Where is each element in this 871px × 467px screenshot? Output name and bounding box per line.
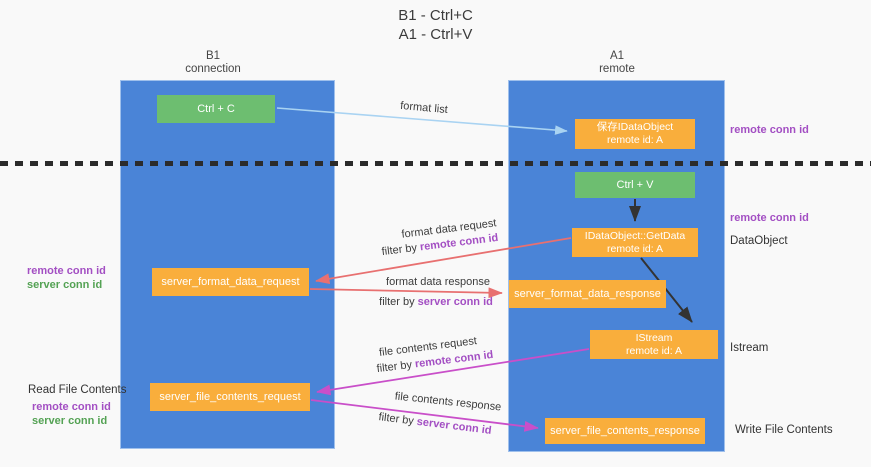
remote-conn-id-label-left-top: remote conn id — [27, 265, 106, 277]
ctrl-v-box: Ctrl + V — [575, 172, 695, 198]
server-file-contents-response-box: server_file_contents_response — [545, 418, 705, 444]
column-b1-name: B1 — [205, 50, 221, 62]
format-data-response-label: format data response — [386, 276, 490, 288]
save-dataobject-line2: remote id: A — [606, 134, 664, 146]
istream-line1: IStream — [635, 331, 673, 344]
ctrl-c-box: Ctrl + C — [157, 95, 275, 123]
ctrl-v-label: Ctrl + V — [616, 179, 654, 191]
ctrl-c-label: Ctrl + C — [197, 103, 235, 115]
server-file-contents-request-label: server_file_contents_request — [159, 391, 301, 403]
server-conn-id-text: server conn id — [416, 415, 493, 437]
server-format-data-request-label: server_format_data_request — [161, 276, 300, 288]
title-line-2: A1 - Ctrl+V — [398, 26, 473, 43]
istream-box: IStream remote id: A — [590, 330, 718, 359]
column-b1-role: connection — [185, 63, 241, 75]
filter-by-text: filter by — [381, 241, 421, 259]
server-format-data-response-label: server_format_data_response — [514, 288, 661, 300]
remote-conn-id-label-top-right: remote conn id — [730, 124, 809, 136]
remote-conn-id-label-left-bottom: remote conn id — [32, 401, 111, 413]
format-data-response-arrow — [309, 287, 503, 299]
filter-by-text: filter by — [376, 358, 416, 376]
file-contents-response-label: file contents response — [394, 390, 502, 414]
getdata-line2: remote id: A — [606, 242, 664, 255]
dashed-separator — [0, 161, 871, 166]
server-conn-id-text: server conn id — [417, 296, 493, 308]
filter-by-text: filter by — [379, 296, 418, 308]
getdata-box: IDataObject::GetData remote id: A — [572, 228, 698, 257]
title-line-1: B1 - Ctrl+C — [398, 7, 473, 24]
write-file-contents-label: Write File Contents — [735, 424, 833, 436]
format-list-label: format list — [399, 99, 449, 117]
column-header-b1: B1 connection — [153, 50, 273, 76]
server-file-contents-request-box: server_file_contents_request — [150, 383, 310, 411]
istream-line2: remote id: A — [625, 344, 683, 357]
save-dataobject-line1: 保存IDataObject — [596, 121, 674, 133]
filter-by-text: filter by — [377, 411, 418, 428]
diagram-title: B1 - Ctrl+C A1 - Ctrl+V — [0, 6, 871, 44]
remote-conn-id-label-mid-right: remote conn id — [730, 212, 809, 224]
server-file-contents-response-label: server_file_contents_response — [550, 425, 700, 437]
getdata-line1: IDataObject::GetData — [584, 229, 686, 242]
column-a1-role: remote — [599, 63, 635, 75]
server-conn-id-label-left-top: server conn id — [27, 279, 103, 291]
server-format-data-response-box: server_format_data_response — [509, 280, 666, 308]
column-a1-name: A1 — [609, 50, 625, 62]
server-format-data-request-box: server_format_data_request — [152, 268, 309, 296]
istream-side-label: Istream — [730, 342, 769, 354]
server-conn-id-label-left-bottom: server conn id — [32, 415, 108, 427]
filter-by-server-conn-id-label-1: filter by server conn id — [379, 296, 493, 308]
dataobject-label: DataObject — [730, 235, 788, 247]
save-dataobject-box: 保存IDataObject remote id: A — [575, 119, 695, 149]
column-header-a1: A1 remote — [557, 50, 677, 76]
read-file-contents-label: Read File Contents — [28, 384, 127, 396]
filter-by-server-conn-id-label-2: filter by server conn id — [378, 411, 492, 437]
